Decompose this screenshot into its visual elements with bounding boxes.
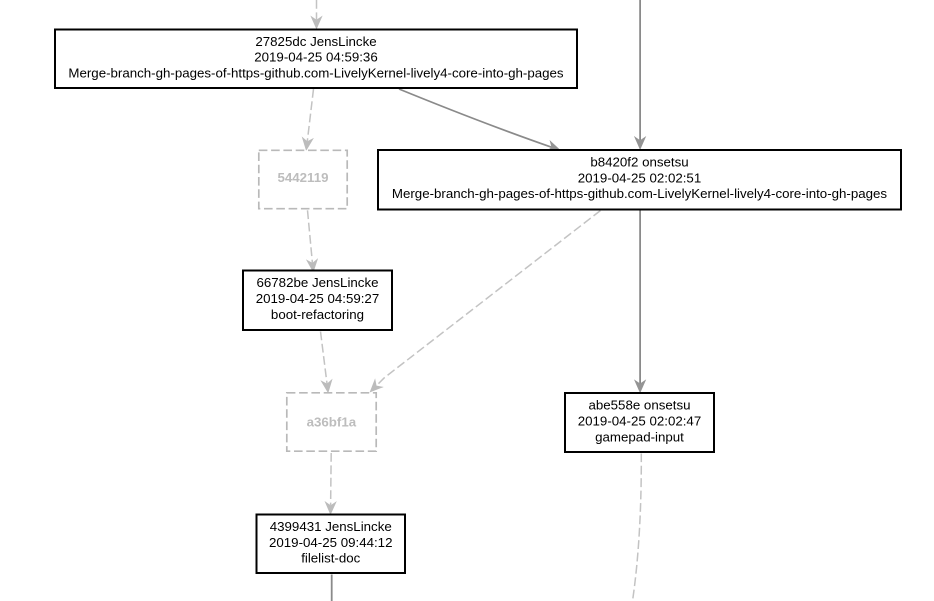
svg-text:2019-04-25 02:02:51: 2019-04-25 02:02:51 — [578, 170, 701, 185]
svg-text:2019-04-25 04:59:27: 2019-04-25 04:59:27 — [256, 291, 379, 306]
svg-text:b8420f2 onsetsu: b8420f2 onsetsu — [590, 154, 688, 169]
svg-text:abe558e onsetsu: abe558e onsetsu — [588, 398, 690, 413]
svg-text:gamepad-input: gamepad-input — [595, 429, 684, 444]
svg-text:2019-04-25 09:44:12: 2019-04-25 09:44:12 — [269, 535, 392, 550]
svg-text:4399431 JensLincke: 4399431 JensLincke — [270, 519, 392, 534]
svg-text:filelist-doc: filelist-doc — [301, 551, 360, 566]
svg-text:5442119: 5442119 — [277, 170, 328, 185]
svg-text:a36bf1a: a36bf1a — [307, 414, 357, 429]
svg-text:Merge-branch-gh-pages-of-https: Merge-branch-gh-pages-of-https-github.co… — [392, 186, 888, 201]
svg-text:Merge-branch-gh-pages-of-https: Merge-branch-gh-pages-of-https-github.co… — [68, 66, 564, 81]
svg-text:boot-refactoring: boot-refactoring — [271, 307, 364, 322]
svg-text:27825dc JensLincke: 27825dc JensLincke — [255, 34, 376, 49]
svg-text:2019-04-25 04:59:36: 2019-04-25 04:59:36 — [254, 50, 377, 65]
svg-text:66782be JensLincke: 66782be JensLincke — [257, 275, 379, 290]
svg-text:2019-04-25 02:02:47: 2019-04-25 02:02:47 — [578, 413, 701, 428]
